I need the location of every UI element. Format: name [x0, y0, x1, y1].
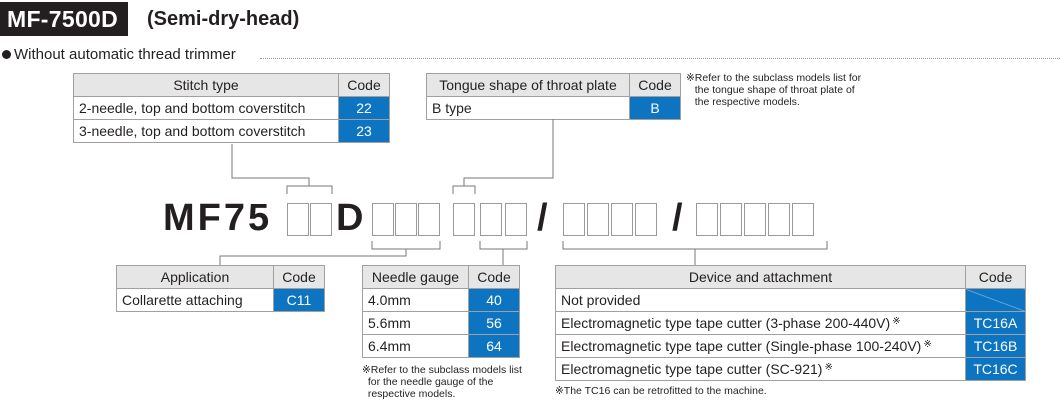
needle-bracket	[479, 241, 528, 250]
application-header: Application	[116, 265, 274, 289]
code-slot	[635, 203, 657, 236]
device-label: Electromagnetic type tape cutter (SC-921…	[555, 357, 966, 381]
table-row: 5.6mm 56	[362, 311, 520, 335]
needle-code: 56	[468, 311, 520, 335]
application-bracket	[371, 241, 441, 250]
table-row: Electromagnetic type tape cutter (Single…	[555, 334, 1026, 358]
code-slot	[395, 203, 417, 236]
application-label: Collarette attaching	[116, 288, 274, 312]
code-slot	[792, 203, 814, 236]
model-prefix: MF75	[163, 197, 273, 239]
application-code: C11	[273, 288, 325, 312]
table-row: 3-needle, top and bottom coverstitch 23	[73, 119, 390, 143]
tongue-code-header: Code	[629, 73, 681, 97]
tongue-bracket	[452, 185, 476, 194]
stitch-type-table: Stitch type Code 2-needle, top and botto…	[73, 73, 390, 143]
code-slot	[587, 203, 609, 236]
code-slot	[720, 203, 742, 236]
application-table: Application Code Collarette attaching C1…	[116, 265, 325, 312]
model-mid-letter: D	[336, 197, 367, 239]
tongue-connector	[463, 119, 554, 186]
code-slot	[563, 203, 585, 236]
section-divider	[260, 58, 1060, 59]
tongue-note: ※Refer to the subclass models list for t…	[686, 72, 862, 108]
table-row: Electromagnetic type tape cutter (3-phas…	[555, 311, 1026, 335]
needle-note: ※Refer to the subclass models list for t…	[362, 364, 522, 400]
application-connector	[219, 249, 407, 265]
needle-header: Needle gauge	[362, 265, 469, 289]
device-code: TC16B	[965, 334, 1026, 358]
stitch-connector	[231, 144, 310, 186]
table-row: Not provided	[555, 288, 1026, 312]
code-slot	[480, 203, 502, 236]
needle-code-header: Code	[468, 265, 520, 289]
code-slot	[287, 203, 309, 236]
table-row: Electromagnetic type tape cutter (SC-921…	[555, 357, 1026, 381]
reference-mark: ※	[892, 316, 901, 327]
model-title-badge: MF-7500D	[0, 2, 129, 36]
device-label: Electromagnetic type tape cutter (3-phas…	[555, 311, 966, 335]
tongue-label: B type	[426, 96, 630, 120]
code-slot	[372, 203, 394, 236]
application-code-header: Code	[273, 265, 325, 289]
model-slash-2: /	[672, 197, 683, 239]
table-row: B type B	[426, 96, 681, 120]
model-slash-1: /	[537, 197, 548, 239]
needle-label: 5.6mm	[362, 311, 469, 335]
tongue-shape-table: Tongue shape of throat plate Code B type…	[426, 73, 681, 120]
code-slot	[418, 203, 440, 236]
device-code: TC16A	[965, 311, 1026, 335]
needle-code: 64	[468, 334, 520, 358]
stitch-code-header: Code	[338, 73, 390, 97]
code-slot	[611, 203, 633, 236]
tongue-code: B	[629, 96, 681, 120]
needle-label: 4.0mm	[362, 288, 469, 312]
stitch-code: 23	[338, 119, 390, 143]
table-row: 4.0mm 40	[362, 288, 520, 312]
needle-gauge-table: Needle gauge Code 4.0mm 40 5.6mm 56 6.4m…	[362, 265, 520, 358]
stitch-code: 22	[338, 96, 390, 120]
stitch-label: 3-needle, top and bottom coverstitch	[73, 119, 339, 143]
code-slot	[310, 203, 332, 236]
needle-code: 40	[468, 288, 520, 312]
device-attachment-table: Device and attachment Code Not provided …	[555, 265, 1026, 381]
needle-label: 6.4mm	[362, 334, 469, 358]
table-row: Collarette attaching C11	[116, 288, 325, 312]
device-header: Device and attachment	[555, 265, 966, 289]
code-slot	[453, 203, 475, 236]
device-code-empty	[965, 288, 1026, 312]
section-heading: Without automatic thread trimmer	[2, 46, 236, 64]
code-slot	[768, 203, 790, 236]
code-slot	[744, 203, 766, 236]
code-slot	[505, 203, 527, 236]
device-code: TC16C	[965, 357, 1026, 381]
device-code-header: Code	[965, 265, 1026, 289]
bullet-icon	[2, 50, 11, 59]
device-note: ※The TC16 can be retrofitted to the mach…	[555, 385, 767, 397]
device-bracket	[562, 241, 828, 250]
device-label: Electromagnetic type tape cutter (Single…	[555, 334, 966, 358]
reference-mark: ※	[824, 362, 833, 373]
model-subtitle: (Semi-dry-head)	[147, 8, 300, 30]
stitch-bracket	[286, 185, 333, 194]
device-label: Not provided	[555, 288, 966, 312]
code-slot	[696, 203, 718, 236]
tongue-header: Tongue shape of throat plate	[426, 73, 630, 97]
reference-mark: ※	[923, 339, 932, 350]
table-row: 6.4mm 64	[362, 334, 520, 358]
section-label: Without automatic thread trimmer	[14, 46, 236, 63]
